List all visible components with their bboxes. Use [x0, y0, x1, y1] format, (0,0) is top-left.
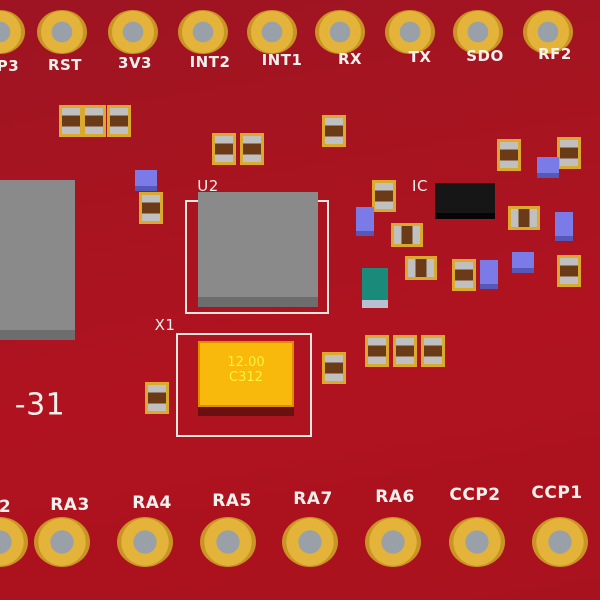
header-pad: [385, 10, 435, 54]
resistor: [322, 352, 346, 384]
resistor: [107, 105, 131, 137]
header-pad: [200, 517, 256, 567]
ic-label: IC: [412, 177, 428, 195]
pin-label: RA5: [212, 491, 252, 511]
pin-label: CCP2: [449, 485, 501, 505]
crystal-code: C312: [229, 370, 263, 385]
resistor: [139, 192, 163, 224]
capacitor: [537, 157, 559, 173]
resistor: [421, 335, 445, 367]
resistor: [59, 105, 83, 137]
header-pad: [247, 10, 297, 54]
capacitor: [356, 207, 374, 231]
pin-label: RST: [47, 55, 83, 74]
capacitor: [480, 260, 498, 284]
header-pad: [108, 10, 158, 54]
pin-label: P3: [0, 57, 20, 75]
x1-label: X1: [154, 316, 176, 334]
u2-label: U2: [197, 177, 219, 195]
pin-label: RX: [337, 49, 363, 68]
header-pad: [449, 517, 505, 567]
pin-label: SDO: [466, 46, 504, 65]
resistor: [212, 133, 236, 165]
pin-label: 2: [0, 497, 12, 517]
resistor: [506, 206, 542, 230]
pin-label: INT1: [261, 51, 303, 69]
pin-label: INT2: [189, 52, 231, 71]
resistor: [389, 223, 425, 247]
pin-label: RA3: [50, 495, 90, 515]
resistor: [393, 335, 417, 367]
teal-capacitor: [362, 268, 388, 300]
pin-label: RA7: [293, 489, 333, 509]
header-pad: [117, 517, 173, 567]
header-pad: [453, 10, 503, 54]
resistor: [322, 115, 346, 147]
header-pad: [0, 517, 28, 567]
header-pad: [532, 517, 588, 567]
resistor: [557, 137, 581, 169]
u2-chip: [198, 192, 318, 297]
resistor: [240, 133, 264, 165]
left-ic-chip: [0, 180, 75, 330]
crystal-x1: 12.00 C312: [198, 341, 294, 407]
capacitor: [512, 252, 534, 268]
resistor: [365, 335, 389, 367]
header-pad: [178, 10, 228, 54]
resistor: [403, 256, 439, 280]
header-pad: [315, 10, 365, 54]
capacitor: [555, 212, 573, 236]
pin-label: RA6: [375, 487, 415, 507]
header-pad: [523, 10, 573, 54]
ic1-chip: [435, 183, 495, 213]
header-pad: [0, 10, 25, 54]
header-pad: [34, 517, 90, 567]
pin-label: CCP1: [531, 483, 583, 503]
resistor: [372, 180, 396, 212]
resistor: [452, 259, 476, 291]
resistor: [145, 382, 169, 414]
pin-label: TX: [408, 48, 432, 66]
pin-label: RF2: [538, 45, 572, 63]
header-pad: [365, 517, 421, 567]
pin-label: RA4: [132, 493, 172, 513]
resistor: [82, 105, 106, 137]
pin-label: 3V3: [118, 54, 152, 72]
crystal-frequency: 12.00: [227, 355, 265, 370]
capacitor: [135, 170, 157, 186]
resistor: [497, 139, 521, 171]
header-pad: [37, 10, 87, 54]
board-text: -31: [14, 387, 66, 423]
header-pad: [282, 517, 338, 567]
x1-outline: [176, 333, 312, 437]
resistor: [557, 255, 581, 287]
